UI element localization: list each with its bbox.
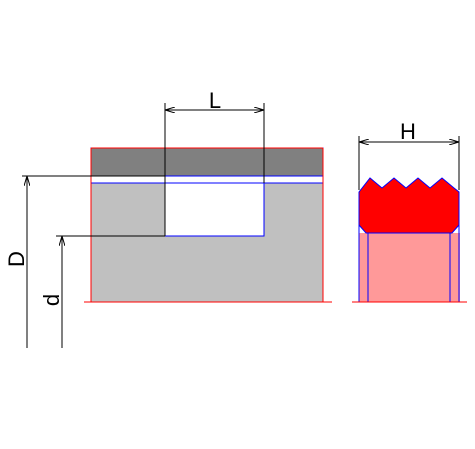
seal-body (359, 233, 460, 302)
groove-cutout (165, 183, 264, 236)
rod-band (90, 147, 324, 177)
housing-section (84, 147, 332, 303)
groove-outline (91, 182, 323, 237)
dimension-D: D (4, 175, 165, 348)
clearance-gap (90, 175, 324, 184)
dim-D-label: D (4, 251, 29, 267)
seal-lip (358, 177, 460, 234)
dimension-d: d (39, 235, 165, 348)
dimension-L: L (164, 88, 265, 236)
dimension-H: H (358, 119, 460, 190)
dim-H-label: H (400, 119, 416, 144)
dim-d-label: d (39, 294, 64, 306)
dim-L-label: L (209, 88, 221, 113)
seal-profile (352, 177, 467, 303)
